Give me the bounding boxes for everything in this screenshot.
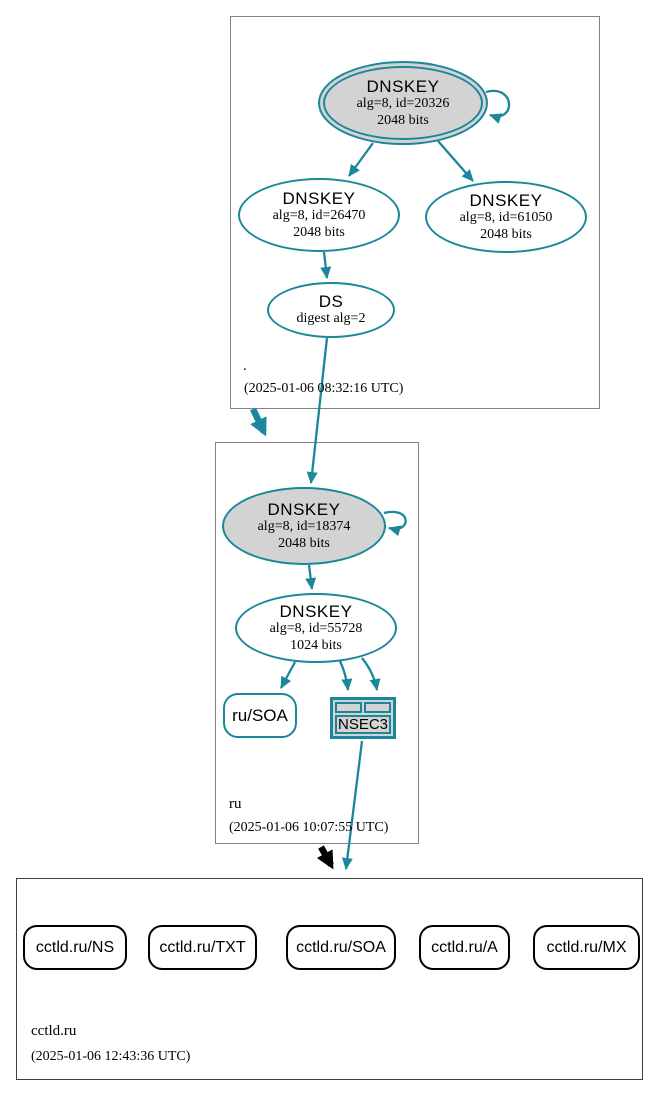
node-bits: 2048 bits <box>480 226 532 242</box>
nsec3-cell-right <box>364 702 391 713</box>
node-type: DS <box>318 292 344 312</box>
node-dnskey-18374-ksk[interactable]: DNSKEY alg=8, id=18374 2048 bits <box>222 487 386 565</box>
node-alg-id: alg=8, id=20326 <box>356 96 450 112</box>
zone-name-root: . <box>243 358 247 374</box>
node-type: DNSKEY <box>279 602 353 622</box>
edge-ru-to-cctld-insecure-delegation <box>316 845 334 870</box>
nsec3-cell-left <box>335 702 362 713</box>
node-alg-id: alg=8, id=61050 <box>459 210 553 226</box>
node-alg-id: alg=8, id=18374 <box>257 519 351 535</box>
node-rrset-cctld-ru-txt[interactable]: cctld.ru/TXT <box>148 925 257 970</box>
node-type: DNSKEY <box>469 191 543 211</box>
zone-name-ru: ru <box>229 796 242 812</box>
node-type: DNSKEY <box>366 77 440 97</box>
node-dnskey-26470[interactable]: DNSKEY alg=8, id=26470 2048 bits <box>238 178 400 252</box>
node-dnskey-20326-ksk[interactable]: DNSKEY alg=8, id=20326 2048 bits <box>318 61 488 145</box>
node-rrset-cctld-ru-soa[interactable]: cctld.ru/SOA <box>286 925 396 970</box>
node-type: DNSKEY <box>282 189 356 209</box>
zone-timestamp-root: (2025-01-06 08:32:16 UTC) <box>244 381 404 396</box>
node-rrset-ru-soa[interactable]: ru/SOA <box>223 693 297 738</box>
node-rrset-cctld-ru-a[interactable]: cctld.ru/A <box>419 925 510 970</box>
zone-name-cctld-ru: cctld.ru <box>31 1023 77 1039</box>
zone-box-root <box>230 16 600 409</box>
node-alg-id: alg=8, id=55728 <box>269 621 363 637</box>
node-ds[interactable]: DS digest alg=2 <box>267 282 395 338</box>
zone-box-cctld-ru <box>16 878 643 1080</box>
nsec3-label: NSEC3 <box>335 715 391 734</box>
edge-root-to-ru-secure-delegation <box>250 407 267 437</box>
node-nsec3[interactable]: NSEC3 <box>330 697 396 739</box>
node-bits: 2048 bits <box>377 112 429 128</box>
zone-timestamp-cctld-ru: (2025-01-06 12:43:36 UTC) <box>31 1049 191 1064</box>
dnskey-sep-inner-ring: DNSKEY alg=8, id=20326 2048 bits <box>323 66 483 140</box>
node-dnskey-55728[interactable]: DNSKEY alg=8, id=55728 1024 bits <box>235 593 397 663</box>
node-rrset-cctld-ru-mx[interactable]: cctld.ru/MX <box>533 925 640 970</box>
node-bits: 2048 bits <box>293 224 345 240</box>
node-bits: 1024 bits <box>290 637 342 653</box>
zone-timestamp-ru: (2025-01-06 10:07:55 UTC) <box>229 820 389 835</box>
node-digest-alg: digest alg=2 <box>296 311 366 327</box>
node-bits: 2048 bits <box>278 535 330 551</box>
node-rrset-cctld-ru-ns[interactable]: cctld.ru/NS <box>23 925 127 970</box>
node-alg-id: alg=8, id=26470 <box>272 208 366 224</box>
node-dnskey-61050[interactable]: DNSKEY alg=8, id=61050 2048 bits <box>425 181 587 253</box>
node-type: DNSKEY <box>267 500 341 520</box>
